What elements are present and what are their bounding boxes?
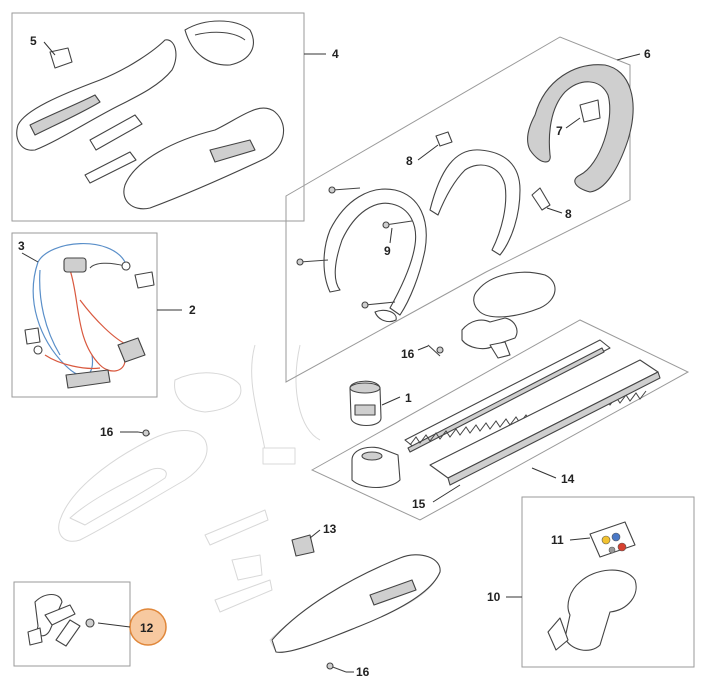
callout-5: 5 [30, 34, 37, 48]
cutting-blade [404, 339, 611, 449]
screw-16-group [137, 344, 444, 673]
part-13 [291, 534, 315, 557]
callout-16c: 16 [356, 665, 370, 679]
callout-2: 2 [189, 303, 196, 317]
callout-9: 9 [384, 244, 391, 258]
callout-16b: 16 [100, 425, 114, 439]
callout-14: 14 [561, 472, 575, 486]
bushing-part-5 [49, 47, 73, 69]
callout-16a: 16 [401, 347, 415, 361]
clamp-part-8-top [435, 131, 453, 147]
callout-10: 10 [487, 590, 501, 604]
trigger-part-b [84, 151, 137, 184]
callout-15: 15 [412, 497, 426, 511]
callout-11: 11 [551, 533, 564, 547]
rear-guard-10 [564, 569, 637, 651]
decal-blue [611, 532, 621, 542]
box-blade-group [310, 319, 690, 521]
screw-9 [384, 220, 413, 226]
housing-shell-left [16, 39, 177, 151]
electrics-switch [134, 271, 155, 289]
motor-part-1 [349, 380, 382, 427]
electrics-contact-block [117, 337, 146, 363]
bracket-part-7 [579, 99, 601, 123]
callout-1: 1 [405, 391, 412, 405]
bow-handle [429, 149, 521, 256]
clamp-part-8-bottom [531, 187, 551, 211]
decal-grey [608, 546, 616, 554]
callout-7: 7 [556, 124, 563, 138]
callout-8a: 8 [406, 154, 413, 168]
callout-12: 12 [140, 621, 154, 635]
top-cover [184, 20, 254, 66]
box-electrics-group [11, 232, 158, 398]
box-housing-group [11, 12, 305, 222]
callout-6: 6 [644, 47, 651, 61]
housing-shell-right [123, 107, 284, 210]
decal-red [617, 542, 627, 552]
callout-4: 4 [332, 47, 339, 61]
front-handle [323, 188, 427, 316]
box-handles-group [285, 36, 634, 383]
box-rear-guard-group [521, 496, 695, 668]
trigger-part-a [89, 114, 143, 151]
electrics-capacitor [63, 257, 87, 273]
electrics-board [65, 369, 111, 389]
box-small-parts-group [13, 581, 131, 667]
loop-handle [526, 64, 634, 193]
callout-3: 3 [18, 239, 25, 253]
housing-lower-right [271, 554, 441, 653]
decal-yellow [601, 535, 611, 545]
callout-8b: 8 [565, 207, 572, 221]
hand-guard [461, 271, 556, 359]
callout-13: 13 [323, 522, 337, 536]
